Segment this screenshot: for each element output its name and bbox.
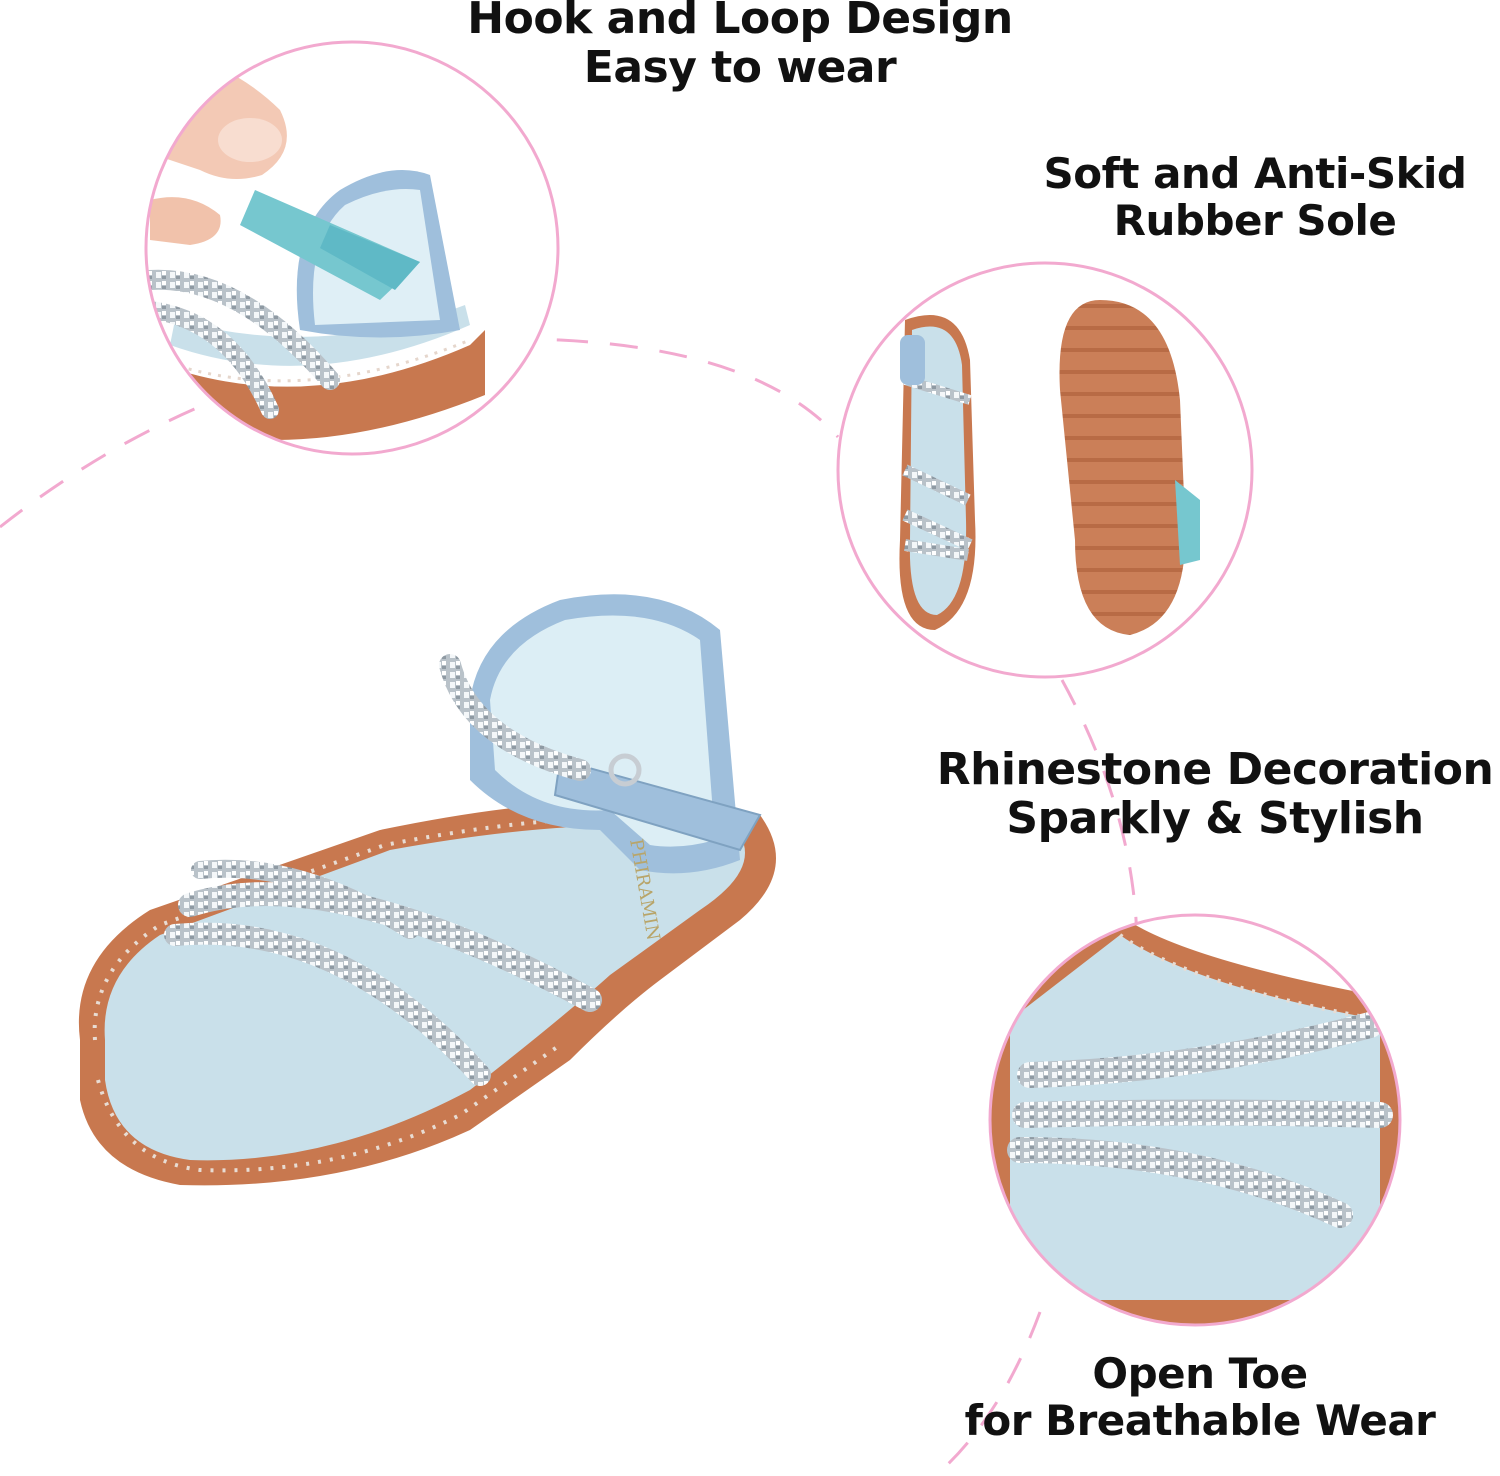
main-sandal: PHIRAMIN (78, 594, 776, 1186)
caption-line: Rubber Sole (1113, 196, 1397, 246)
caption-rubber-sole: Soft and Anti-Skid Rubber Sole (1010, 150, 1500, 244)
caption-line: Hook and Loop Design (467, 0, 1013, 44)
detail-circle-sole (836, 261, 1254, 679)
detail-circle-rhinestone (988, 913, 1402, 1327)
caption-line: Rhinestone Decoration (936, 744, 1494, 795)
caption-line: for Breathable Wear (964, 1396, 1436, 1446)
caption-rhinestone: Rhinestone Decoration Sparkly & Stylish (930, 745, 1500, 844)
caption-line: Soft and Anti-Skid (1043, 149, 1467, 198)
caption-line: Open Toe (1092, 1349, 1308, 1398)
detail-circle-hook-loop (144, 40, 560, 456)
caption-hook-and-loop: Hook and Loop Design Easy to wear (420, 0, 1060, 93)
caption-line: Easy to wear (583, 42, 897, 94)
caption-open-toe: Open Toe for Breathable Wear (930, 1350, 1470, 1444)
caption-line: Sparkly & Stylish (1006, 793, 1424, 845)
